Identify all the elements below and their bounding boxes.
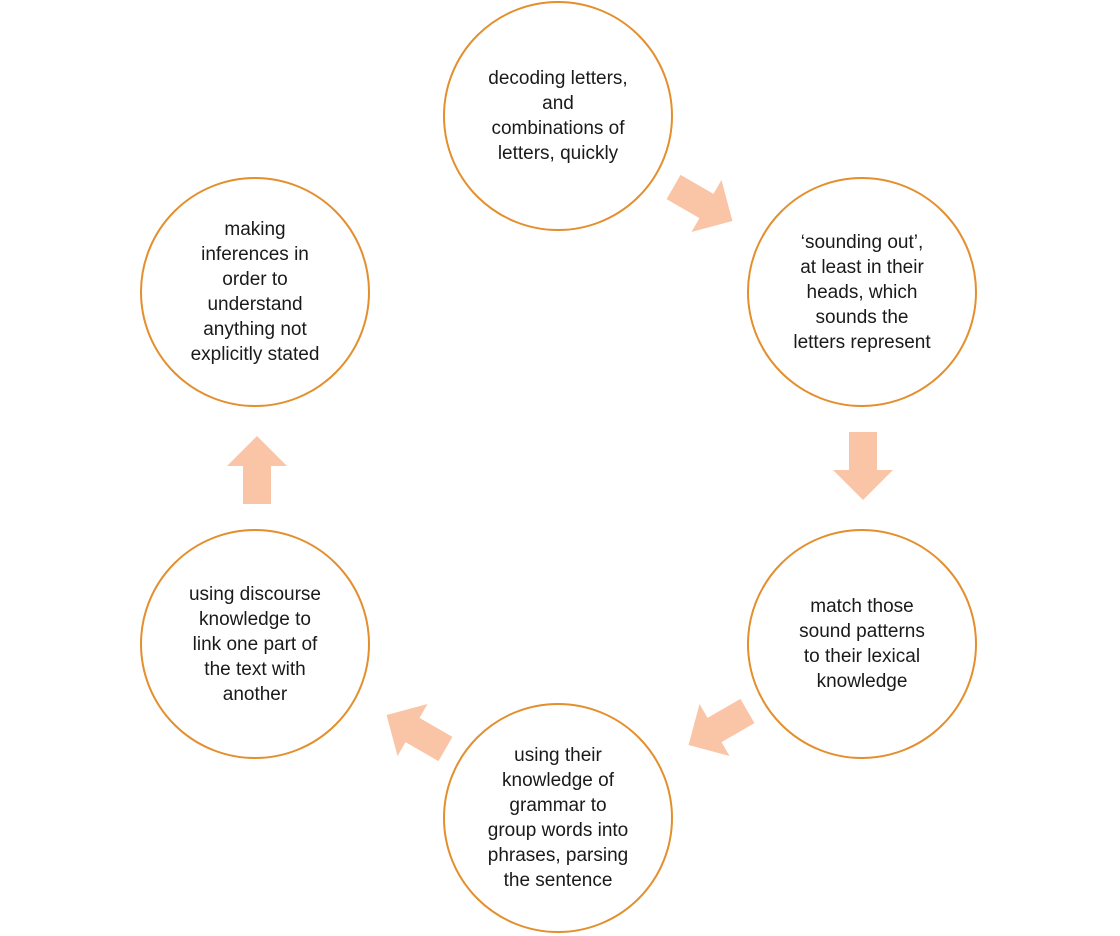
arrow-matching-to-grammar xyxy=(673,685,763,771)
arrow-decoding-to-sounding xyxy=(658,161,748,247)
node-label: making inferences in order to understand… xyxy=(190,219,320,365)
node-sounding-out: ‘sounding out’, at least in their heads,… xyxy=(747,177,977,407)
node-label: ‘sounding out’, at least in their heads,… xyxy=(793,231,931,353)
arrow-sounding-to-matching xyxy=(833,432,893,500)
node-label: using their knowledge of grammar to grou… xyxy=(487,745,629,891)
node-label: using discourse knowledge to link one pa… xyxy=(188,583,322,705)
arrow-discourse-to-inferences xyxy=(227,436,287,504)
node-making-inferences: making inferences in order to understand… xyxy=(140,177,370,407)
node-match-sound-patterns: match those sound patterns to their lexi… xyxy=(747,529,977,759)
node-grammar-parsing: using their knowledge of grammar to grou… xyxy=(443,703,673,933)
node-label: match those sound patterns to their lexi… xyxy=(799,596,925,692)
node-label: decoding letters, and combinations of le… xyxy=(488,68,628,164)
node-discourse-knowledge: using discourse knowledge to link one pa… xyxy=(140,529,370,759)
node-decoding-letters: decoding letters, and combinations of le… xyxy=(443,1,673,231)
arrow-grammar-to-discourse xyxy=(371,689,461,775)
